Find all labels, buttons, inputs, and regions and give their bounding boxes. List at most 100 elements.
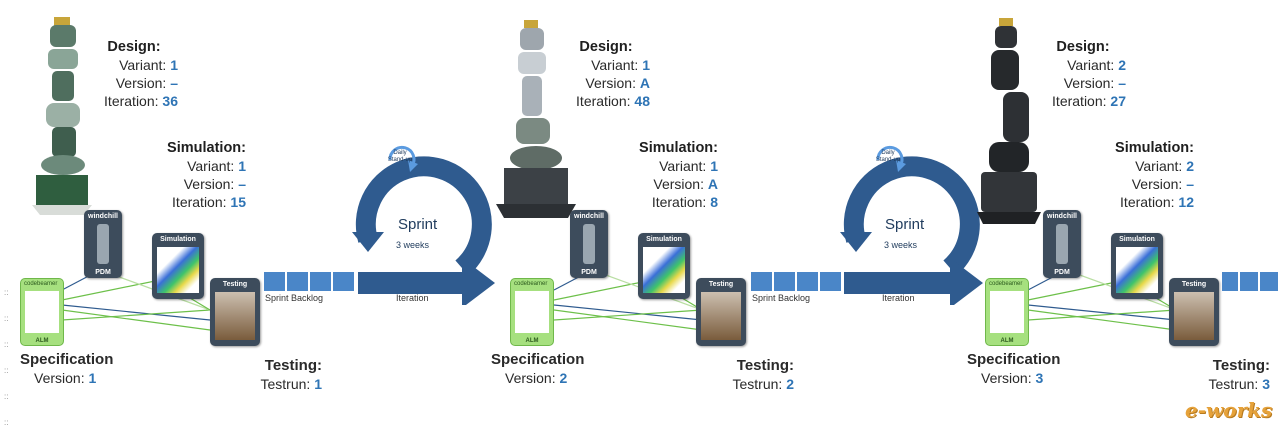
version-label: Version:	[1131, 176, 1183, 192]
simulation-info-3: Simulation: Variant: 2 Version: – Iterat…	[1106, 139, 1194, 211]
simulation-plot-thumb	[1116, 247, 1158, 293]
simulation-plot-thumb	[157, 247, 199, 293]
daily-standup-label-1: Daily Stand-up	[387, 150, 413, 163]
version-value: –	[170, 75, 178, 91]
variant-label: Variant:	[1067, 57, 1115, 73]
version-value: 1	[88, 370, 97, 386]
pdm-tool-card-1: windchill PDM	[84, 210, 122, 278]
simulation-heading: Simulation:	[639, 140, 718, 156]
version-value: –	[1118, 75, 1126, 91]
sprint-backlog-blocks-3	[1222, 272, 1278, 291]
variant-label: Variant:	[591, 57, 639, 73]
left-margin-marks: ::::::::::::	[4, 288, 9, 427]
version-label: Version:	[585, 75, 636, 91]
pdm-tool-card-3: windchill PDM	[1043, 210, 1081, 278]
design-info-3: Design: Variant: 2 Version: – Iteration:…	[1040, 38, 1126, 110]
testing-photo-thumb	[1174, 292, 1214, 340]
variant-label: Variant:	[187, 158, 235, 174]
testing-heading: Testing:	[736, 357, 794, 374]
design-heading: Design:	[579, 39, 633, 55]
sprint-backlog-label-1: Sprint Backlog	[265, 293, 324, 303]
simulation-plot-thumb	[643, 247, 685, 293]
alm-label: ALM	[1000, 338, 1014, 344]
alm-tool-card-2: codebeamer ALM	[510, 278, 554, 346]
specification-info-1: Specification Version: 1	[20, 351, 113, 387]
specification-heading: Specification	[967, 351, 1061, 368]
simulation-heading: Simulation:	[1115, 140, 1194, 156]
version-value: 2	[559, 370, 568, 386]
testrun-value: 2	[786, 376, 794, 392]
pdm-label: PDM	[581, 269, 597, 276]
iteration-label: Iteration:	[1120, 194, 1175, 210]
pdm-label: PDM	[95, 269, 111, 276]
variant-value: 1	[238, 158, 246, 174]
sprint-backlog-label-2: Sprint Backlog	[752, 293, 811, 303]
design-heading: Design:	[1056, 39, 1110, 55]
specification-info-2: Specification Version: 2	[491, 351, 584, 387]
alm-label: ALM	[525, 338, 539, 344]
windchill-label: windchill	[574, 213, 604, 220]
variant-value: 2	[1118, 57, 1126, 73]
pdm-label: PDM	[1054, 269, 1070, 276]
testing-tool-label: Testing	[708, 281, 734, 288]
simulation-tool-label: Simulation	[1119, 236, 1155, 243]
version-value: –	[238, 176, 246, 192]
testing-heading: Testing:	[264, 357, 322, 374]
testrun-label: Testrun:	[732, 376, 783, 392]
simulation-tool-card-1: Simulation	[152, 233, 204, 299]
iteration-label-2: Iteration	[882, 293, 915, 303]
iteration-value: 15	[230, 194, 246, 210]
alm-label: ALM	[35, 338, 49, 344]
sprint-backlog-blocks-2	[751, 272, 841, 291]
daily-standup-label-2: Daily Stand-up	[875, 150, 901, 163]
testing-tool-label: Testing	[1181, 281, 1207, 288]
codebeamer-label: codebeamer	[514, 281, 548, 287]
pdm-tool-card-2: windchill PDM	[570, 210, 608, 278]
version-value: –	[1186, 176, 1194, 192]
iteration-label-1: Iteration	[396, 293, 429, 303]
iteration-value: 8	[710, 194, 718, 210]
variant-value: 1	[642, 57, 650, 73]
version-label: Version:	[115, 75, 167, 91]
codebeamer-label: codebeamer	[989, 281, 1023, 287]
testing-heading: Testing:	[1212, 357, 1270, 374]
testing-info-1: Testing: Testrun: 1	[254, 357, 323, 393]
windchill-label: windchill	[88, 213, 118, 220]
specification-heading: Specification	[20, 351, 114, 368]
sprint-cycle-arrow-2	[840, 145, 983, 305]
variant-value: 2	[1186, 158, 1194, 174]
testing-tool-label: Testing	[222, 281, 248, 288]
variant-label: Variant:	[1135, 158, 1183, 174]
version-label: Version:	[653, 176, 704, 192]
simulation-info-2: Simulation: Variant: 1 Version: A Iterat…	[630, 139, 718, 211]
specification-info-3: Specification Version: 3	[967, 351, 1060, 387]
sprint-duration-1: 3 weeks	[396, 240, 430, 250]
version-label: Version:	[505, 370, 556, 386]
version-label: Version:	[34, 370, 85, 386]
sprint-backlog-blocks-1	[264, 272, 354, 291]
testrun-value: 1	[314, 376, 322, 392]
version-label: Version:	[1063, 75, 1115, 91]
pdm-robot-thumb	[97, 224, 109, 264]
sprint-title-2: Sprint	[885, 216, 925, 233]
pdm-robot-thumb	[1056, 224, 1068, 264]
simulation-tool-label: Simulation	[646, 236, 682, 243]
iteration-label: Iteration:	[1052, 93, 1107, 109]
iteration-label: Iteration:	[651, 194, 707, 210]
design-info-1: Design: Variant: 1 Version: – Iteration:…	[90, 38, 178, 110]
version-label: Version:	[981, 370, 1032, 386]
testing-photo-thumb	[215, 292, 255, 340]
iteration-value: 27	[1110, 93, 1126, 109]
design-info-2: Design: Variant: 1 Version: A Iteration:…	[562, 38, 650, 110]
testing-tool-card-2: Testing	[696, 278, 746, 346]
alm-tool-card-3: codebeamer ALM	[985, 278, 1029, 346]
iteration-value: 12	[1178, 194, 1194, 210]
robot-arm-image-1	[32, 17, 92, 215]
robot-arm-image-3	[977, 18, 1041, 224]
windchill-label: windchill	[1047, 213, 1077, 220]
sprint-cycle-arrow-1	[352, 145, 495, 305]
sprint-title-1: Sprint	[398, 216, 438, 233]
simulation-info-1: Simulation: Variant: 1 Version: – Iterat…	[160, 139, 246, 211]
design-heading: Design:	[107, 39, 161, 55]
alm-tool-card-1: codebeamer ALM	[20, 278, 64, 346]
